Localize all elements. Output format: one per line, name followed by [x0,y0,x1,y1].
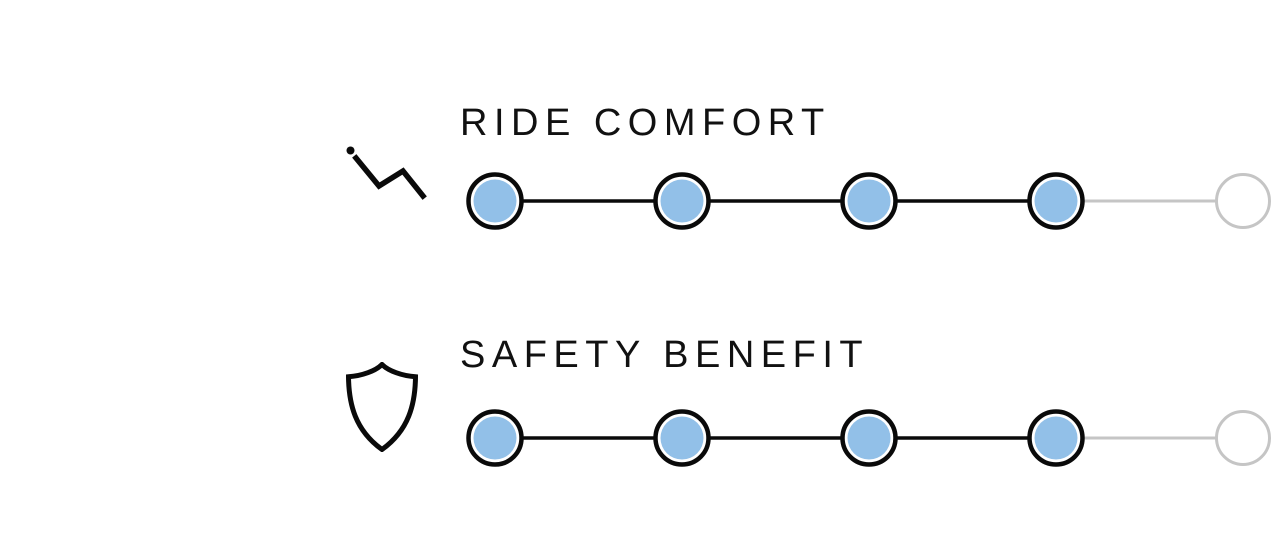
rating-dot-fill [660,179,704,223]
rating-dot-fill [473,179,517,223]
rating-title-safety-benefit: SAFETY BENEFIT [460,334,870,376]
rating-dot-fill [847,416,891,460]
recline-seat-icon [340,142,430,202]
rating-dots-ride-comfort [466,172,1271,230]
rating-dot-fill [847,179,891,223]
rating-dots-safety-benefit [466,409,1271,467]
rating-dot-fill [660,416,704,460]
rating-dot-empty [1215,410,1271,466]
rating-title-ride-comfort: RIDE COMFORT [460,102,831,144]
rating-dot-empty [1215,173,1271,229]
rating-dot-fill [473,416,517,460]
shield-icon [346,362,420,452]
rating-dot-fill [1034,179,1078,223]
rating-dot-fill [1034,416,1078,460]
